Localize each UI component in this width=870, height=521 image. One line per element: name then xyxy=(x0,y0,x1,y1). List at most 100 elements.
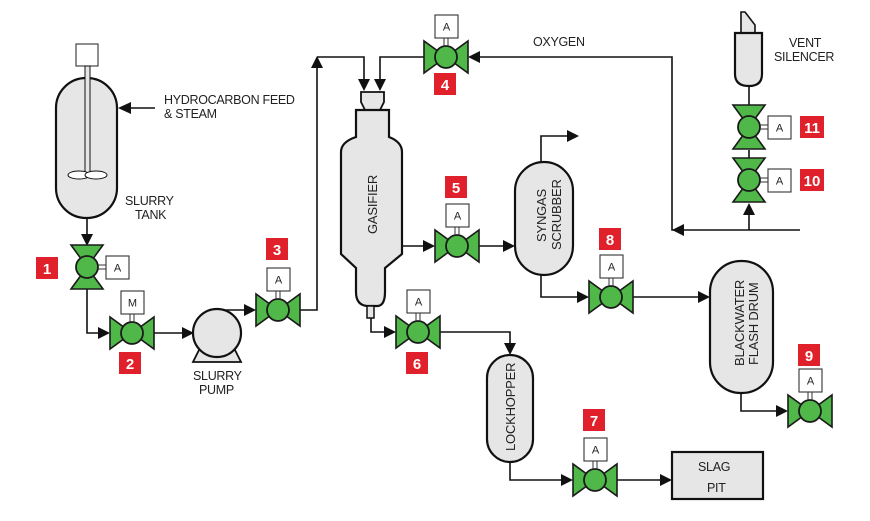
actuator-box xyxy=(120,290,145,315)
valve-tag-number: 4 xyxy=(441,77,450,94)
actuator-type: A xyxy=(776,123,784,135)
vent-silencer-label-2: SILENCER xyxy=(774,50,834,64)
valve-ball xyxy=(406,320,430,344)
blackwater-label-2: FLASH DRUM xyxy=(746,282,761,365)
valve-tag-badge xyxy=(36,257,58,279)
valve-7[interactable]: A7 xyxy=(572,409,618,498)
slag-pit-label-2: PIT xyxy=(707,481,726,495)
gasifier-label: GASIFIER xyxy=(365,175,380,234)
slag-pit[interactable] xyxy=(670,450,765,501)
gasifier-nozzle xyxy=(360,91,385,111)
valve-tag-badge xyxy=(119,352,141,374)
arrow-drum-to-v9 xyxy=(776,405,788,417)
vent-silencer-label-1: VENT xyxy=(789,36,822,50)
valve-3[interactable]: A3 xyxy=(255,238,301,328)
valve-tag-number: 2 xyxy=(126,356,134,373)
arrow-gasifier-to-v6 xyxy=(384,326,396,338)
slurry-tank-label-2: TANK xyxy=(135,208,167,222)
actuator-type: A xyxy=(275,275,283,287)
valve-5[interactable]: A5 xyxy=(434,176,480,264)
pipe-v4-to-nozzle xyxy=(379,56,424,80)
slurry-pump-label-1: SLURRY xyxy=(193,369,243,383)
valve-ball xyxy=(434,45,458,69)
valve-tag-badge xyxy=(434,73,456,95)
valve-ball xyxy=(737,168,761,192)
agitator-shaft xyxy=(84,65,91,176)
actuator-box xyxy=(434,14,459,39)
agitator-impeller-right xyxy=(84,170,108,180)
arrow-hydrocarbon-feed xyxy=(118,102,131,114)
valve-ball xyxy=(266,298,290,322)
pump-casing xyxy=(191,307,243,359)
gasifier[interactable] xyxy=(339,91,404,319)
slurry-pump[interactable] xyxy=(191,307,243,363)
valve-tag-badge xyxy=(266,238,288,260)
valve-tag-badge xyxy=(406,352,428,374)
valve-tag-badge xyxy=(798,344,820,366)
vent-silencer-body xyxy=(733,31,764,88)
arrow-v2-to-pump xyxy=(182,327,194,339)
valve-ball xyxy=(120,321,144,345)
arrow-oxygen-header xyxy=(672,224,684,236)
valve-2[interactable]: M2 xyxy=(109,290,155,374)
actuator-box xyxy=(798,368,823,393)
arrow-v3-riser xyxy=(311,56,323,68)
valve-tag-badge xyxy=(599,228,621,250)
valve-ball xyxy=(798,399,822,423)
vent-silencer[interactable] xyxy=(733,11,764,88)
arrow-v1-to-v2 xyxy=(98,327,110,339)
valve-tag-badge xyxy=(800,169,824,191)
valve-tag-number: 10 xyxy=(804,173,821,190)
actuator-type: A xyxy=(415,297,423,309)
arrow-scrubber-to-v8 xyxy=(577,291,589,303)
actuator-type: A xyxy=(608,262,616,274)
actuator-box xyxy=(445,203,470,228)
actuator-type: M xyxy=(128,298,137,310)
blackwater-flash-drum[interactable] xyxy=(708,259,775,395)
actuator-box xyxy=(583,437,608,462)
arrow-pump-to-v3 xyxy=(244,304,256,316)
arrow-oxygen-to-nozzle xyxy=(374,79,386,91)
syngas-scrubber[interactable] xyxy=(513,160,575,277)
hydrocarbon-feed-label-2: & STEAM xyxy=(164,107,217,121)
slurry-tank[interactable] xyxy=(54,43,119,220)
arrow-oxygen-to-v4 xyxy=(468,51,480,63)
arrow-gasifier-to-v5 xyxy=(423,240,435,252)
valve-tag-badge xyxy=(445,176,467,198)
oxygen-label: OXYGEN xyxy=(533,35,585,49)
valve-8[interactable]: A8 xyxy=(588,228,634,315)
pipe-oxygen-supply xyxy=(478,56,800,231)
arrow-header-to-v10 xyxy=(743,203,755,215)
syngas-scrubber-label-2: SCRUBBER xyxy=(549,179,564,250)
pipe-v6-to-lockhopper xyxy=(440,331,511,345)
valve-ball xyxy=(599,285,623,309)
actuator-box xyxy=(767,115,792,140)
arrow-lockhopper-to-v7 xyxy=(561,474,573,486)
valve-tag-badge xyxy=(583,409,605,431)
valve-tag-number: 3 xyxy=(273,242,281,259)
pipe-drum-to-v9 xyxy=(740,393,778,412)
actuator-box xyxy=(767,168,792,193)
valve-1[interactable]: A1 xyxy=(36,244,130,290)
slurry-tank-label-1: SLURRY xyxy=(125,194,175,208)
valve-6[interactable]: A6 xyxy=(395,289,441,374)
pipe-v1-to-v2 xyxy=(86,289,100,334)
valve-tag-number: 8 xyxy=(606,232,614,249)
actuator-type: A xyxy=(807,376,815,388)
actuator-type: A xyxy=(114,263,122,275)
lockhopper-label: LOCKHOPPER xyxy=(503,363,518,451)
valve-tag-number: 6 xyxy=(413,356,421,373)
arrow-v8-to-drum xyxy=(698,291,710,303)
pipes xyxy=(81,51,800,486)
valve-tag-number: 5 xyxy=(452,180,460,197)
slurry-pump-label-2: PUMP xyxy=(199,383,234,397)
actuator-type: A xyxy=(443,22,451,34)
valve-9[interactable]: A9 xyxy=(787,344,833,429)
lockhopper[interactable] xyxy=(485,353,535,464)
valve-4[interactable]: A4 xyxy=(423,14,469,95)
vent-silencer-tip xyxy=(740,11,756,34)
